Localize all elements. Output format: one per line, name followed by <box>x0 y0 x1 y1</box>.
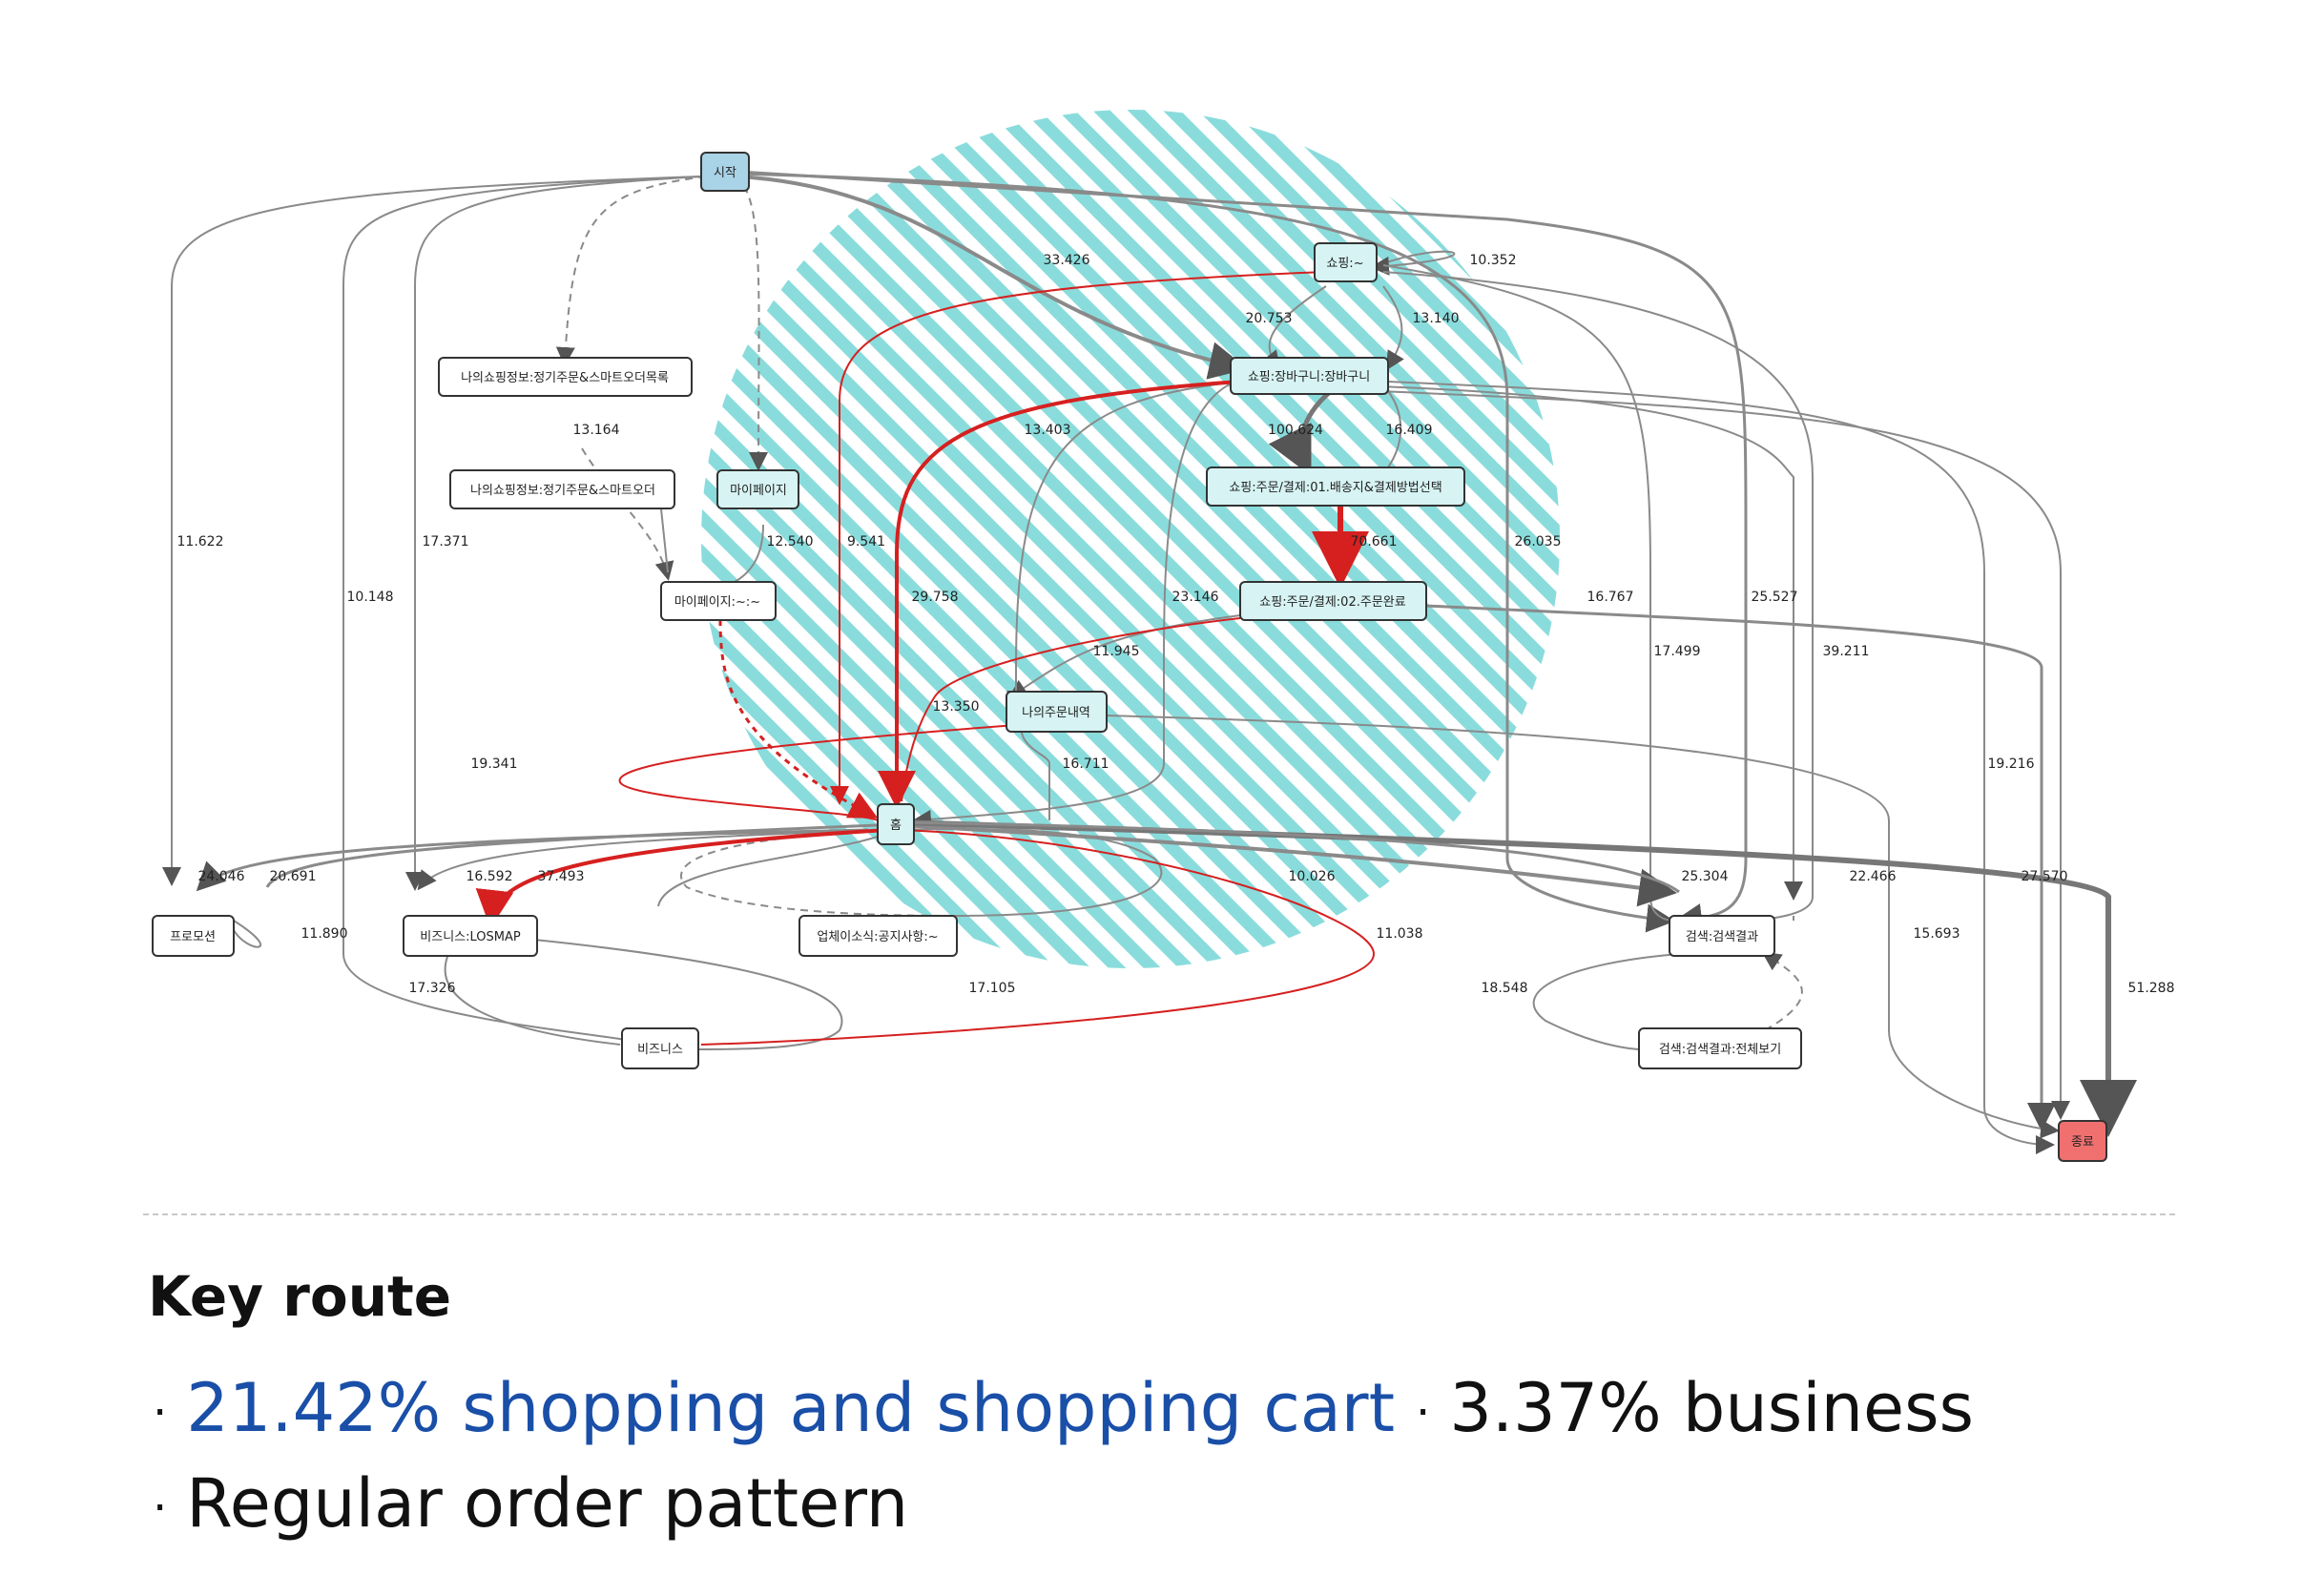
node-cart[interactable]: 쇼핑:장바구니:장바구니 <box>1230 357 1389 395</box>
svg-text:홈: 홈 <box>890 819 902 833</box>
node-regular-list[interactable]: 나의쇼핑정보:정기주문&스마트오더목록 <box>438 357 693 397</box>
edge-label: 25.304 <box>1682 869 1729 884</box>
node-notice[interactable]: 업체이소식:공지사항:~ <box>798 915 958 957</box>
edge-label: 19.216 <box>1988 757 2035 772</box>
svg-text:나의주문내역: 나의주문내역 <box>1022 706 1090 720</box>
edge-label: 11.038 <box>1377 926 1423 942</box>
node-promotion[interactable]: 프로모션 <box>152 915 235 957</box>
edge-label: 100.624 <box>1268 423 1323 438</box>
edge-label: 51.288 <box>2128 981 2175 996</box>
edge-label: 13.350 <box>933 699 980 715</box>
edge-label: 17.105 <box>969 981 1016 996</box>
node-home[interactable]: 홈 <box>877 803 915 845</box>
edge-label: 9.541 <box>847 534 885 549</box>
edge-label: 17.326 <box>409 981 456 996</box>
edge-label: 17.371 <box>423 534 469 549</box>
edge-label: 13.164 <box>573 423 620 438</box>
edge-label: 15.693 <box>1914 926 1960 942</box>
bullet-dot: · <box>153 1385 168 1440</box>
svg-text:쇼핑:주문/결제:01.배송지&결제방법선택: 쇼핑:주문/결제:01.배송지&결제방법선택 <box>1229 481 1441 495</box>
svg-text:나의쇼핑정보:정기주문&스마트오더: 나의쇼핑정보:정기주문&스마트오더 <box>470 484 655 498</box>
svg-text:검색:검색결과: 검색:검색결과 <box>1686 930 1758 944</box>
node-order-select[interactable]: 쇼핑:주문/결제:01.배송지&결제방법선택 <box>1206 466 1465 507</box>
key-route-line-1: · 21.42% shopping and shopping cart · 3.37%… <box>153 1369 1974 1447</box>
node-business[interactable]: 비즈니스 <box>621 1027 699 1069</box>
edge-label: 27.570 <box>2022 869 2068 884</box>
edge-label: 29.758 <box>912 590 959 605</box>
edge-label: 16.409 <box>1386 423 1433 438</box>
edge-label: 11.890 <box>301 926 348 942</box>
edge-label: 10.148 <box>347 590 394 605</box>
nodes: 시작 쇼핑:~ 쇼핑:장바구니:장바구니 나의쇼핑정보:정기주문&스마트오더목록… <box>152 152 2107 1162</box>
edge-label: 20.753 <box>1246 311 1293 326</box>
svg-text:쇼핑:장바구니:장바구니: 쇼핑:장바구니:장바구니 <box>1248 370 1370 384</box>
key-route-line-2: · Regular order pattern <box>153 1464 908 1543</box>
svg-text:시작: 시작 <box>714 166 736 180</box>
edge-label: 11.622 <box>177 534 224 549</box>
edge-label: 20.691 <box>270 869 317 884</box>
route-business: 3.37% business <box>1449 1369 1975 1447</box>
svg-text:나의쇼핑정보:정기주문&스마트오더목록: 나의쇼핑정보:정기주문&스마트오더목록 <box>461 371 669 385</box>
svg-text:쇼핑:주문/결제:02.주문완료: 쇼핑:주문/결제:02.주문완료 <box>1259 595 1405 610</box>
node-business-losmap[interactable]: 비즈니스:LOSMAP <box>403 915 538 957</box>
edge-label: 11.945 <box>1093 644 1140 659</box>
node-my-orders[interactable]: 나의주문내역 <box>1006 691 1108 733</box>
edge-label: 23.146 <box>1172 590 1219 605</box>
svg-text:비즈니스: 비즈니스 <box>637 1043 683 1057</box>
node-mypage-sub[interactable]: 마이페이지:~:~ <box>660 581 777 621</box>
edge-label: 39.211 <box>1823 644 1870 659</box>
edge-label: 19.341 <box>471 757 518 772</box>
edge-label: 16.767 <box>1587 590 1634 605</box>
svg-text:비즈니스:LOSMAP: 비즈니스:LOSMAP <box>420 930 521 944</box>
svg-text:종료: 종료 <box>2071 1135 2094 1150</box>
highlight-region <box>701 110 1560 968</box>
edge-label: 12.540 <box>767 534 814 549</box>
edge-label: 10.352 <box>1470 253 1517 268</box>
edge-label: 33.426 <box>1044 253 1090 268</box>
edge-label: 24.046 <box>198 869 245 884</box>
edge-label: 22.466 <box>1850 869 1897 884</box>
svg-text:마이페이지: 마이페이지 <box>730 484 787 498</box>
edge-label: 25.527 <box>1752 590 1798 605</box>
svg-text:쇼핑:~: 쇼핑:~ <box>1326 257 1363 271</box>
edge-labels: 33.426 10.352 20.753 13.140 13.164 100.6… <box>177 253 2175 996</box>
edge-label: 18.548 <box>1482 981 1528 996</box>
svg-text:검색:검색결과:전체보기: 검색:검색결과:전체보기 <box>1659 1043 1781 1057</box>
edge-label: 16.592 <box>467 869 513 884</box>
node-start[interactable]: 시작 <box>700 152 750 192</box>
edge-label: 16.711 <box>1063 757 1110 772</box>
node-search-result[interactable]: 검색:검색결과 <box>1669 915 1775 957</box>
process-map-diagram: 시작 쇼핑:~ 쇼핑:장바구니:장바구니 나의쇼핑정보:정기주문&스마트오더목록… <box>152 110 2175 1162</box>
svg-text:마이페이지:~:~: 마이페이지:~:~ <box>674 595 760 610</box>
route-regular-order: Regular order pattern <box>186 1464 909 1543</box>
svg-text:프로모션: 프로모션 <box>170 930 216 944</box>
node-mypage[interactable]: 마이페이지 <box>716 469 799 509</box>
edge-label: 26.035 <box>1515 534 1562 549</box>
node-order-complete[interactable]: 쇼핑:주문/결제:02.주문완료 <box>1239 581 1427 621</box>
edge-label: 10.026 <box>1289 869 1336 884</box>
edge-label: 37.493 <box>538 869 585 884</box>
edge-label: 17.499 <box>1654 644 1701 659</box>
node-regular-order[interactable]: 나의쇼핑정보:정기주문&스마트오더 <box>449 469 675 509</box>
node-search-all[interactable]: 검색:검색결과:전체보기 <box>1638 1027 1802 1069</box>
node-shop[interactable]: 쇼핑:~ <box>1314 242 1378 282</box>
bullet-dot: · <box>153 1481 168 1535</box>
edge-label: 13.403 <box>1025 423 1071 438</box>
bullet-dot: · <box>1416 1385 1431 1440</box>
section-divider <box>143 1213 2175 1215</box>
edge-label: 13.140 <box>1413 311 1460 326</box>
node-end[interactable]: 종료 <box>2058 1120 2107 1162</box>
edge-label: 70.661 <box>1351 534 1398 549</box>
svg-text:업체이소식:공지사항:~: 업체이소식:공지사항:~ <box>817 930 938 944</box>
key-route-heading: Key route <box>148 1264 452 1329</box>
route-shopping-cart: 21.42% shopping and shopping cart <box>186 1369 1396 1447</box>
